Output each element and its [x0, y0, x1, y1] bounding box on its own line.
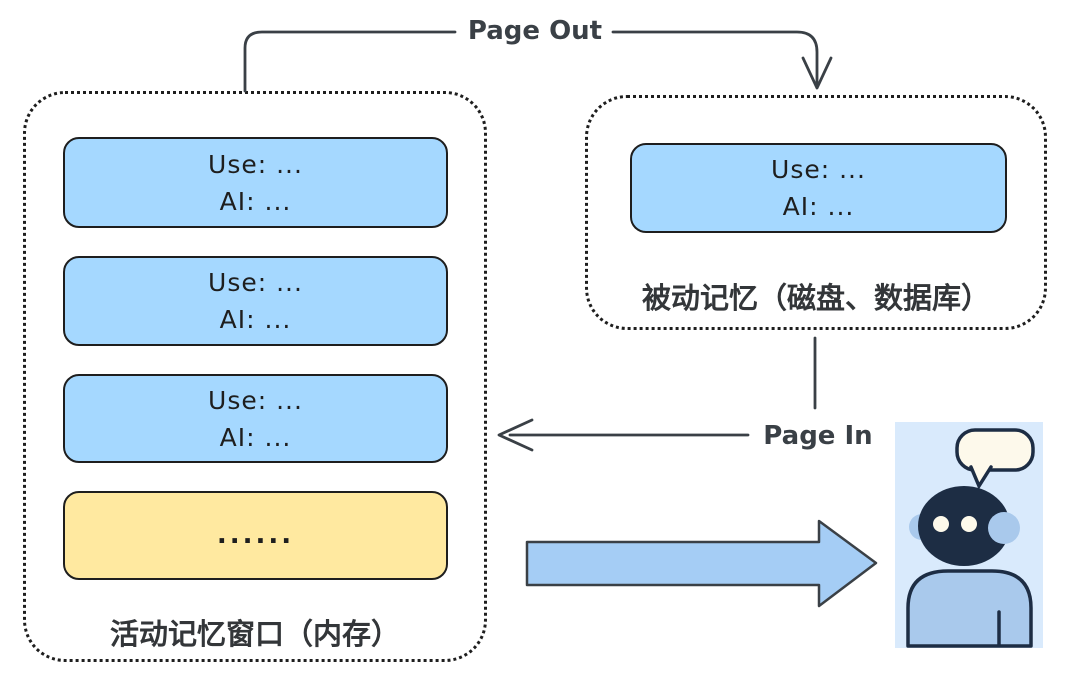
message-ai-line: AI: ...: [219, 186, 292, 216]
head-icon: [918, 486, 1010, 566]
page-out-label: Page Out: [467, 16, 603, 46]
ear-icon: [909, 514, 935, 540]
message-ai-line: AI: ...: [219, 305, 292, 334]
speech-bubble-icon: [955, 428, 1035, 472]
speech-bubble-tail: [969, 465, 993, 490]
ear-icon: [988, 512, 1020, 544]
ellipsis-text: ......: [216, 520, 295, 550]
message-box: Use: ... AI: ...: [63, 374, 448, 463]
body-icon: [906, 569, 1033, 648]
message-box: Use: ... AI: ...: [630, 143, 1007, 233]
message-ai-line: AI: ...: [782, 192, 855, 221]
passive-memory-container: [585, 95, 1047, 330]
eye-icon: [961, 516, 977, 532]
active-memory-label: 活动记忆窗口（内存）: [109, 617, 400, 651]
page-in-label: Page In: [763, 421, 873, 451]
active-memory-container: [23, 91, 487, 662]
eye-icon: [933, 516, 949, 532]
message-user-line: Use: ...: [208, 149, 303, 179]
person-icon: [895, 422, 1043, 648]
right-arrow-icon: [525, 519, 878, 608]
message-user-line: Use: ...: [208, 385, 303, 415]
message-box: Use: ... AI: ...: [63, 137, 448, 228]
person-icon-background: [895, 422, 1043, 648]
message-user-line: Use: ...: [208, 268, 303, 297]
message-ai-line: AI: ...: [219, 422, 292, 452]
message-user-line: Use: ...: [771, 155, 866, 184]
message-box: Use: ... AI: ...: [63, 256, 448, 346]
ellipsis-box: ......: [63, 491, 448, 580]
passive-memory-label: 被动记忆（磁盘、数据库）: [641, 281, 990, 315]
